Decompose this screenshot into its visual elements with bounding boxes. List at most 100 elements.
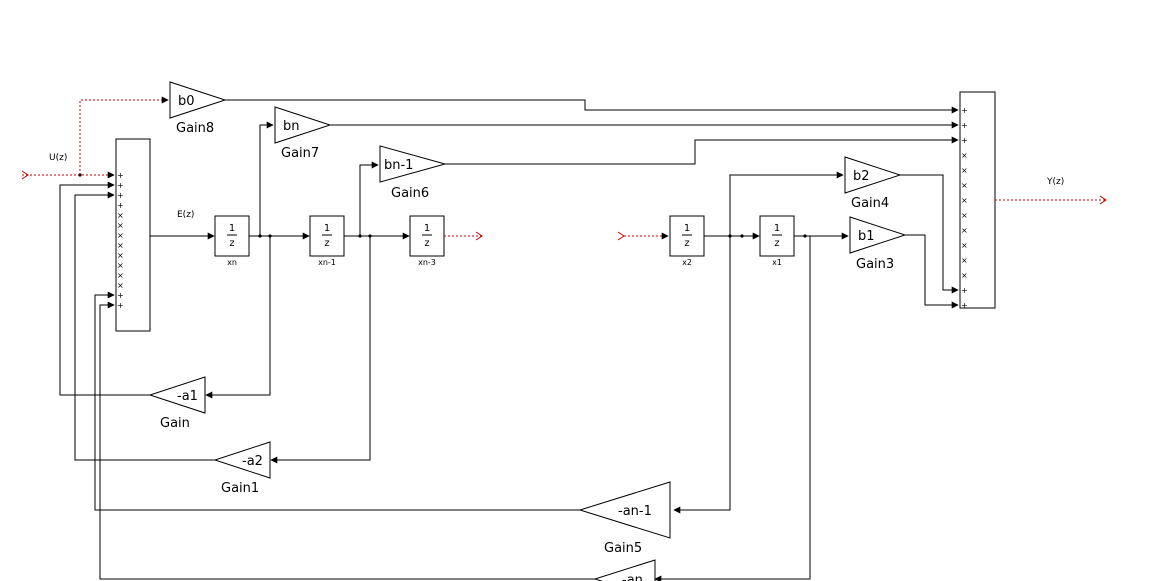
gain7-name: Gain7 [281, 146, 319, 161]
delay-x1[interactable] [759, 215, 795, 257]
gain5-triangle[interactable] [578, 481, 671, 539]
sum-right-port-sign: × [961, 151, 968, 160]
gainn-triangle[interactable] [593, 559, 656, 581]
xn-to-gain-line [205, 236, 271, 399]
delay-xn-label: xn [227, 258, 237, 267]
gain6-output-line [445, 136, 959, 165]
xn-to-gain7-line [259, 121, 274, 236]
delay-x2-label: x2 [682, 258, 692, 267]
gain4-name: Gain4 [851, 196, 889, 211]
gain3-triangle[interactable] [849, 216, 907, 254]
gain3-output-line [905, 234, 959, 309]
delay-x1-num: 1 [774, 223, 780, 234]
input-marker [21, 170, 29, 180]
gain3-value: b1 [858, 229, 875, 244]
delay-x1-label: x1 [772, 258, 782, 267]
sum-right-port-sign: × [961, 211, 968, 220]
delay-xn-num: 1 [229, 223, 235, 234]
sum-right-port-sign: × [961, 196, 968, 205]
sum-block-left[interactable] [115, 138, 151, 332]
gain8-output-line [225, 99, 959, 114]
gain6-value: bn-1 [384, 158, 413, 173]
gain-name: Gain [160, 416, 190, 431]
sum-left-port-sign: + [117, 201, 124, 210]
output-marker [1099, 195, 1107, 205]
xn3-output-marker [475, 231, 483, 241]
x2-to-gain5-line [673, 236, 731, 514]
sum-left-port-sign: × [117, 261, 124, 270]
delay-xn3-num: 1 [424, 223, 430, 234]
gain1-triangle[interactable] [213, 441, 271, 479]
delay-xn1[interactable] [309, 215, 345, 257]
sum-left-port-sign: × [117, 281, 124, 290]
x2-input-marker [617, 231, 625, 241]
delay-xn1-num: 1 [324, 223, 330, 234]
gain-value: -a1 [177, 389, 198, 404]
input-signal-label: U(z) [49, 153, 67, 163]
gain8-name: Gain8 [176, 121, 214, 136]
input-to-gain8-line [79, 96, 169, 175]
gain8-triangle[interactable] [169, 81, 227, 119]
gain5-name: Gain5 [604, 541, 642, 556]
gain3-name: Gain3 [856, 257, 894, 272]
gain6-triangle[interactable] [379, 145, 447, 183]
sum-left-port-sign: × [117, 221, 124, 230]
sum-right-port-sign: + [961, 106, 968, 115]
sum-block-right[interactable] [959, 91, 996, 309]
x2-to-gain4-line [729, 171, 844, 236]
sum-right-port-sign: + [961, 301, 968, 310]
sum-right-port-sign: + [961, 286, 968, 295]
sum-right-port-sign: + [961, 121, 968, 130]
gain1-name: Gain1 [221, 481, 259, 496]
delay-xn-den: z [229, 238, 234, 249]
sum-right-port-sign: + [961, 136, 968, 145]
delay-x1-den: z [774, 238, 779, 249]
gainn-value: -an [622, 573, 643, 581]
sum-block-left-signs: ++++××××××××++ [117, 171, 124, 310]
delay-x2[interactable] [669, 215, 705, 257]
gain5-feedback-line [94, 291, 580, 511]
sum-left-port-sign: + [117, 291, 124, 300]
delay-xn[interactable] [214, 215, 250, 257]
sum-left-port-sign: × [117, 241, 124, 250]
xn1-to-gain6-line [359, 161, 379, 236]
gain1-value: -a2 [242, 454, 263, 469]
gain6-name: Gain6 [391, 186, 429, 201]
gain4-output-line [900, 174, 959, 294]
sum-left-port-sign: + [117, 181, 124, 190]
sum-right-port-sign: × [961, 166, 968, 175]
sum-right-port-sign: × [961, 226, 968, 235]
delay-xn3-den: z [424, 238, 429, 249]
output-signal-label: Y(z) [1046, 177, 1064, 187]
gain7-triangle[interactable] [274, 106, 332, 144]
gain4-value: b2 [853, 169, 870, 184]
gain4-triangle[interactable] [844, 156, 902, 194]
sum-right-port-sign: × [961, 181, 968, 190]
sum-right-port-sign: × [961, 271, 968, 280]
sum-left-port-sign: × [117, 251, 124, 260]
gain-feedback-line [59, 181, 150, 396]
gain5-value: -an-1 [618, 504, 652, 519]
sum-left-port-sign: + [117, 191, 124, 200]
sum-right-port-sign: × [961, 241, 968, 250]
delay-x2-den: z [684, 238, 689, 249]
gainn-feedback-line [99, 301, 595, 580]
delay-xn3-label: xn-3 [418, 258, 436, 267]
sum-left-port-sign: × [117, 211, 124, 220]
error-signal-label: E(z) [177, 210, 194, 220]
gain8-value: b0 [178, 94, 195, 109]
sum-left-port-sign: × [117, 231, 124, 240]
branch-x2-2 [740, 234, 744, 238]
delay-xn3[interactable] [409, 215, 445, 257]
sum-right-port-sign: × [961, 256, 968, 265]
delay-xn1-label: xn-1 [318, 258, 336, 267]
branch-x1 [803, 234, 807, 238]
xn1-to-gain1-line [270, 236, 371, 464]
sum-block-right-signs: + + + × × × × × × × × × + + [961, 106, 968, 310]
x1-to-gainn-line [654, 236, 811, 581]
sum-left-port-sign: + [117, 171, 124, 180]
gain-triangle[interactable] [148, 376, 206, 414]
sum-left-port-sign: + [117, 301, 124, 310]
delay-x2-num: 1 [684, 223, 690, 234]
